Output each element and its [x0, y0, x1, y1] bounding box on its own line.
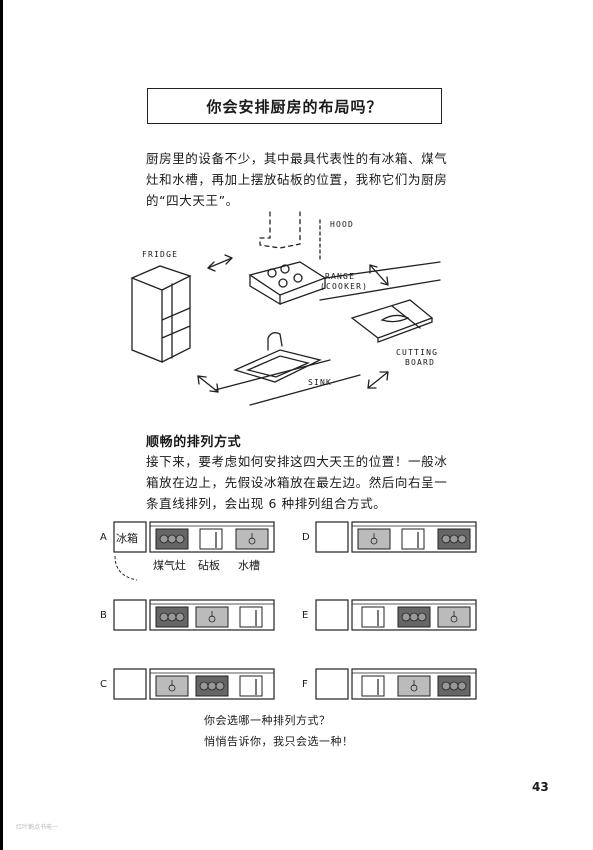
- body-paragraph: 接下来，要考虑如何安排这四大天王的位置！一般冰箱放在边上，先假设冰箱放在最左边。…: [146, 454, 448, 511]
- section-heading: 顺畅的排列方式: [146, 435, 242, 450]
- label-fridge: FRIDGE: [142, 250, 179, 259]
- kitchen-drawing: [130, 211, 441, 406]
- layout-letter: E: [302, 610, 309, 621]
- layout-letter: D: [302, 532, 310, 543]
- label-cutting: CUTTING: [396, 348, 439, 357]
- fridge-door-swing: [114, 555, 138, 581]
- layout-row-c: [113, 668, 275, 700]
- layout-row-e: [315, 599, 477, 631]
- layout-letter: C: [100, 679, 107, 690]
- board-label: 砧板: [198, 559, 220, 572]
- range-label: 煤气灶: [153, 559, 186, 572]
- page-title: 你会安排厨房的布局吗？: [147, 88, 442, 124]
- fridge-label: 冰箱: [116, 532, 138, 545]
- intro-paragraph: 厨房里的设备不少，其中最具代表性的有冰箱、煤气灶和水槽，再加上摆放砧板的位置，我…: [146, 151, 448, 208]
- layout-letter: B: [100, 610, 107, 621]
- label-cooker: (COOKER): [320, 282, 369, 291]
- layout-row-b: [113, 599, 275, 631]
- label-board: BOARD: [405, 358, 436, 367]
- layout-row-a: [113, 521, 275, 553]
- question-line: 你会选哪一种排列方式？: [204, 714, 331, 727]
- label-sink: SINK: [308, 378, 333, 387]
- layout-letter: F: [302, 679, 308, 690]
- hint-line: 悄悄告诉你，我只会选一种！: [204, 735, 354, 748]
- page-edge: [0, 0, 3, 850]
- label-range: RANGE: [325, 272, 356, 281]
- kitchen-illustration: HOOD FRIDGE RANGE (COOKER) CUTTING BOARD…: [120, 200, 460, 414]
- layout-row-f: [315, 668, 477, 700]
- layout-row-d: [315, 521, 477, 553]
- label-hood: HOOD: [330, 220, 355, 229]
- layout-letter: A: [100, 532, 107, 543]
- sink-label: 水槽: [238, 559, 260, 572]
- watermark: 红叶鹅点书电一: [16, 824, 59, 831]
- page-number: 43: [532, 780, 549, 794]
